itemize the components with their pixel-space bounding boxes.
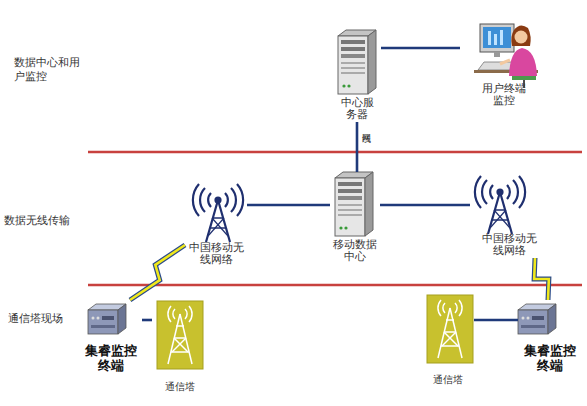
bolt-outline bbox=[534, 258, 549, 300]
cable-path bbox=[474, 319, 518, 322]
antenna-icon bbox=[475, 176, 525, 234]
cable-line bbox=[474, 320, 518, 321]
node-label: 中国移动无线网络 bbox=[480, 233, 538, 258]
wireless-link bbox=[130, 245, 185, 300]
icon-node: 通信塔 bbox=[152, 298, 208, 392]
node-label: 用户终端监控 bbox=[480, 83, 528, 108]
node-label: 通信塔 bbox=[428, 374, 468, 386]
icon-node: 集睿监控终端 bbox=[518, 300, 582, 374]
node-label: 集睿监控终端 bbox=[521, 344, 579, 374]
cable-path bbox=[142, 319, 152, 322]
node-label: 中国移动无线网络 bbox=[187, 242, 245, 267]
section-label: 数据无线传输 bbox=[4, 214, 84, 228]
user-icon bbox=[474, 24, 538, 88]
cable-path bbox=[381, 47, 460, 50]
cable-line bbox=[247, 205, 330, 206]
icon-node: 中国移动无线网络 bbox=[470, 178, 548, 258]
antenna-icon bbox=[193, 184, 243, 242]
device-icon bbox=[518, 304, 556, 334]
cable-path bbox=[380, 204, 470, 207]
node-label: 通信塔 bbox=[160, 381, 200, 393]
tower-icon bbox=[427, 295, 473, 363]
cable-path bbox=[247, 204, 330, 207]
node-label: 中心服务器 bbox=[339, 97, 375, 122]
icon-node: 中心服务器 bbox=[333, 28, 381, 122]
node-label: 移动数据中心 bbox=[331, 239, 379, 264]
cable-path bbox=[356, 122, 359, 172]
icon-node: 用户终端监控 bbox=[460, 20, 548, 108]
server-icon bbox=[338, 30, 376, 94]
icon-node: 集睿监控终端 bbox=[80, 300, 142, 374]
node-label: 集睿监控终端 bbox=[82, 344, 140, 374]
cable-line bbox=[142, 320, 152, 321]
icon-node: 移动数据中心 bbox=[330, 172, 380, 264]
device-icon bbox=[88, 304, 126, 334]
cable-line bbox=[381, 48, 460, 49]
bolt-fill bbox=[534, 258, 549, 300]
cable-line bbox=[357, 122, 358, 172]
tower-icon bbox=[157, 301, 203, 369]
icon-node: 中国移动无线网络 bbox=[185, 185, 247, 267]
server-icon bbox=[335, 172, 373, 236]
section-label: 数据中心和用户监控 bbox=[14, 56, 82, 85]
wireless-link bbox=[534, 258, 549, 300]
bolt-outline bbox=[130, 245, 185, 300]
section-label: 通信塔现场 bbox=[8, 312, 88, 326]
divider-line bbox=[88, 284, 582, 287]
bolt-fill bbox=[130, 245, 185, 300]
divider-line bbox=[88, 151, 582, 154]
cable-line bbox=[380, 205, 470, 206]
icon-node: 通信塔 bbox=[422, 293, 474, 385]
